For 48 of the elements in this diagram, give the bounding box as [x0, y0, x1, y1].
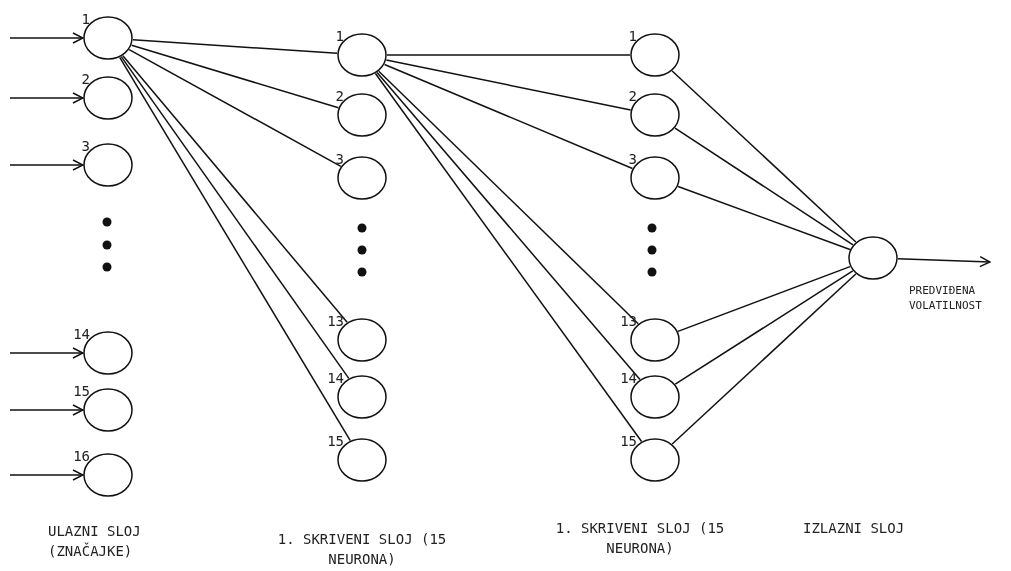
connection-line — [383, 63, 634, 170]
connection-line — [671, 70, 857, 243]
output-label: PREDVIĐENA VOLATILNOST — [909, 283, 983, 313]
arrow — [9, 469, 84, 481]
neuron-number: 3 — [628, 152, 637, 166]
arrow — [9, 404, 84, 416]
connection-line — [385, 59, 632, 111]
layer-caption: 1. SKRIVENI SLOJ (15 NEURONA) — [554, 519, 726, 558]
neuron-number: 14 — [73, 327, 90, 341]
neuron-number: 15 — [620, 434, 637, 448]
neuron-number: 1 — [335, 29, 344, 43]
connection-line — [677, 265, 851, 333]
neuron-number: 15 — [327, 434, 344, 448]
connection-line — [132, 38, 338, 55]
connection-line — [674, 270, 854, 385]
arrow — [9, 347, 84, 359]
connection-line — [374, 72, 643, 443]
connection-line — [376, 71, 641, 381]
layer-caption: 1. SKRIVENI SLOJ (15 NEURONA) — [276, 530, 448, 569]
connection-line — [677, 185, 851, 251]
layer-caption: ULAZNI SLOJ (ZNAČAJKE) — [48, 522, 142, 561]
neuron-number: 16 — [73, 449, 90, 463]
layer-caption: IZLAZNI SLOJ — [803, 519, 906, 538]
connection-line — [128, 48, 342, 168]
connection-line — [130, 44, 340, 109]
connection-line — [120, 55, 350, 380]
neuron-number: 2 — [81, 72, 90, 86]
connection-line — [118, 56, 352, 442]
arrow — [9, 159, 84, 171]
neuron-number: 2 — [628, 89, 637, 103]
neuron-number: 3 — [81, 139, 90, 153]
connection-line — [122, 54, 348, 324]
arrow — [9, 32, 84, 44]
neuron-number: 13 — [620, 314, 637, 328]
neuron-number: 2 — [335, 89, 344, 103]
arrow — [9, 92, 84, 104]
neuron-number: 14 — [620, 371, 637, 385]
neuron-number: 1 — [81, 12, 90, 26]
neuron-number: 1 — [628, 29, 637, 43]
neuron-number: 14 — [327, 371, 344, 385]
connection-line — [671, 273, 857, 445]
connection-line — [378, 70, 639, 325]
neuron-number: 15 — [73, 384, 90, 398]
neuron-number: 3 — [335, 152, 344, 166]
neuron-number: 13 — [327, 314, 344, 328]
connection-line — [386, 54, 631, 56]
arrow — [897, 255, 991, 268]
connection-line — [674, 127, 854, 246]
